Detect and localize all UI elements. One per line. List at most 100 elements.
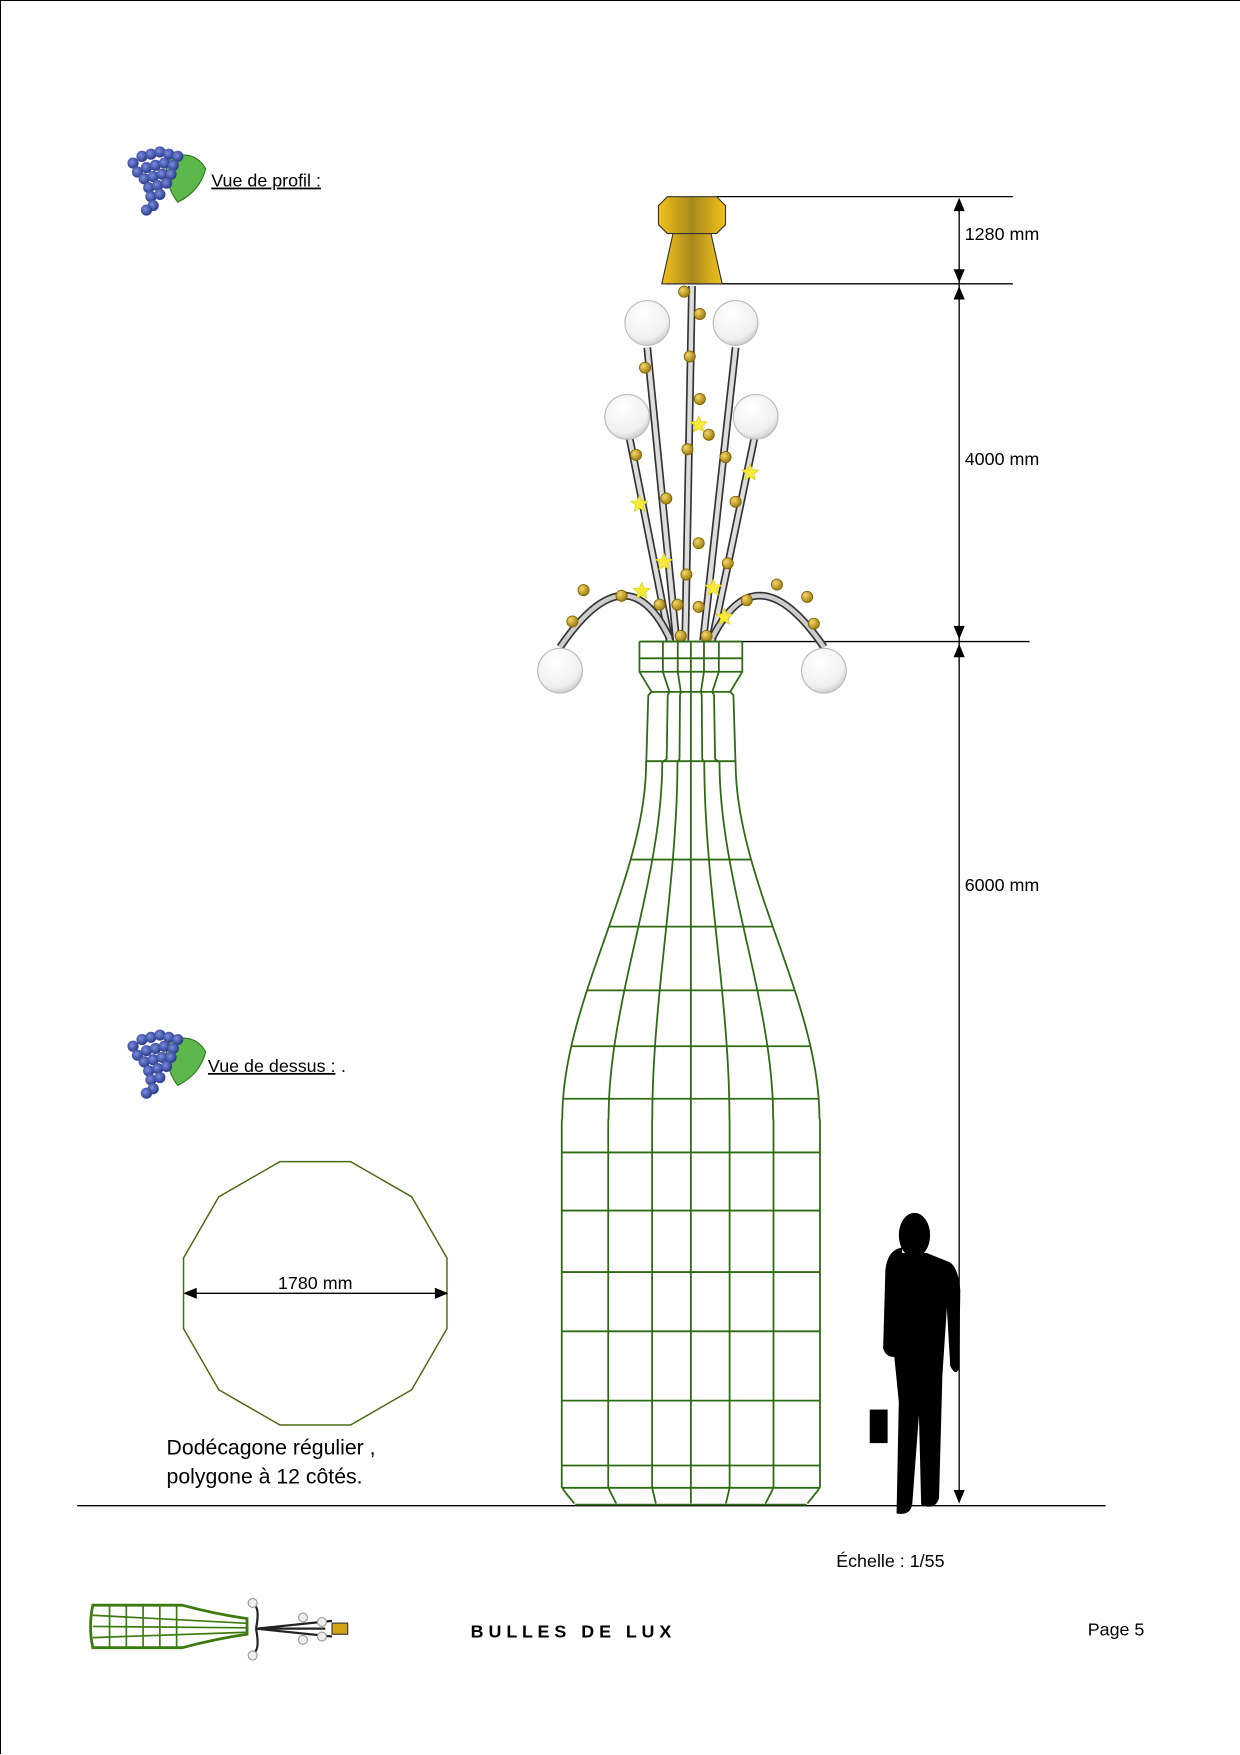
star-light xyxy=(704,578,723,596)
grape-berry xyxy=(145,1074,157,1086)
branches-height-label: 4000 mm xyxy=(965,449,1040,469)
gold-bead xyxy=(729,495,742,508)
grape-berry xyxy=(167,1042,179,1055)
gold-bead xyxy=(681,443,694,456)
diameter-label: 1780 mm xyxy=(278,1273,353,1293)
gold-bead xyxy=(693,308,706,320)
cork-height-label: 1280 mm xyxy=(965,224,1040,244)
cork xyxy=(657,196,727,285)
top-view-heading-row: Vue de dessus :. xyxy=(208,1056,346,1076)
bottle-outline-left xyxy=(560,641,653,1505)
gold-bead xyxy=(678,285,691,298)
gold-bead xyxy=(680,568,693,581)
pole-highlight xyxy=(645,347,679,641)
grape-berry xyxy=(154,1029,166,1041)
bottle-mesh-vertical xyxy=(699,641,731,1504)
star-light xyxy=(654,552,674,571)
dodecagon-top-view xyxy=(182,1160,448,1426)
bottle-outline-right xyxy=(729,641,821,1505)
pole-highlight xyxy=(683,286,695,641)
grape-berry xyxy=(156,168,168,180)
grape-berry xyxy=(149,159,161,171)
polygon-note-line1: Dodécagone régulier , xyxy=(167,1435,376,1459)
star-light xyxy=(632,581,651,600)
grape-berry xyxy=(138,1056,150,1068)
dimension-arrows xyxy=(953,197,965,1504)
top-view-heading-suffix: . xyxy=(341,1056,346,1076)
grape-berry xyxy=(136,1033,148,1046)
footer-bottle-logo xyxy=(89,1597,349,1661)
grape-berry xyxy=(127,157,139,169)
grape-berry xyxy=(154,188,166,200)
globe-lamp xyxy=(604,393,651,440)
grape-berry xyxy=(160,1060,173,1072)
gold-bead xyxy=(692,537,705,550)
bottle-mesh-vertical xyxy=(711,641,775,1504)
grape-berry xyxy=(140,1045,153,1057)
bottle-mesh-vertical xyxy=(607,641,671,1504)
person-silhouette xyxy=(869,1212,961,1514)
globe-lamp xyxy=(732,393,779,440)
star-light xyxy=(689,415,708,433)
logo-mesh-line xyxy=(92,1614,248,1625)
grape-berry xyxy=(163,1031,175,1043)
grape-berry xyxy=(156,1051,168,1064)
grape-berry xyxy=(140,161,153,174)
grape-berry xyxy=(143,1065,155,1077)
gold-bead xyxy=(740,594,753,607)
bottle-mesh-vertical xyxy=(651,641,682,1504)
grape-berry xyxy=(140,204,153,216)
grape-berry xyxy=(152,179,164,192)
top-view-heading: Vue de dessus : xyxy=(208,1056,336,1076)
grape-berry xyxy=(167,159,179,171)
grape-berry xyxy=(163,148,175,160)
grape-berry xyxy=(138,173,150,185)
gold-bead xyxy=(660,492,673,505)
grape-berry xyxy=(160,177,173,189)
page-number: Page 5 xyxy=(1088,1619,1145,1639)
brand-name: B U L L E S D E L U X xyxy=(471,1622,672,1642)
diameter-arrow xyxy=(183,1287,449,1299)
grape-berry xyxy=(136,150,148,162)
gold-bead xyxy=(630,448,643,461)
globe-lamp xyxy=(712,300,759,346)
grape-berry xyxy=(149,1042,161,1055)
gold-bead xyxy=(719,451,732,464)
grape-berry xyxy=(140,1087,153,1099)
grape-berry xyxy=(172,150,184,162)
grape-berry xyxy=(147,1054,159,1066)
gold-bead xyxy=(615,589,628,602)
grape-berry xyxy=(145,148,157,160)
grape-berry xyxy=(152,1063,164,1075)
grape-berry xyxy=(145,191,157,203)
star-light xyxy=(715,607,734,625)
bottle-height-label: 6000 mm xyxy=(965,875,1040,895)
globe-lamp xyxy=(537,647,583,694)
gold-bead xyxy=(683,350,696,363)
gold-bead xyxy=(721,557,734,570)
grape-berry xyxy=(165,1051,177,1064)
grape-berry xyxy=(154,146,166,158)
gold-bead xyxy=(639,361,652,374)
grape-berry xyxy=(127,1040,139,1052)
gold-bead xyxy=(566,615,579,628)
scale-label: Échelle : 1/55 xyxy=(836,1551,944,1571)
grape-icon xyxy=(127,1029,207,1099)
profile-view-heading: Vue de profil : xyxy=(211,171,321,191)
gold-bead xyxy=(692,600,705,613)
grape-berry xyxy=(165,168,177,180)
gold-bead xyxy=(801,590,814,603)
globe-lamp xyxy=(624,300,671,346)
globe-lamp xyxy=(800,647,847,694)
gold-bead xyxy=(671,598,684,611)
gold-bead xyxy=(807,617,820,630)
gold-bead xyxy=(653,598,666,611)
grape-icon xyxy=(127,146,207,216)
gold-bead xyxy=(702,428,715,441)
grape-berry xyxy=(147,170,159,183)
grape-berry xyxy=(172,1033,184,1046)
grape-berry xyxy=(158,157,170,169)
gold-bead xyxy=(693,392,706,405)
